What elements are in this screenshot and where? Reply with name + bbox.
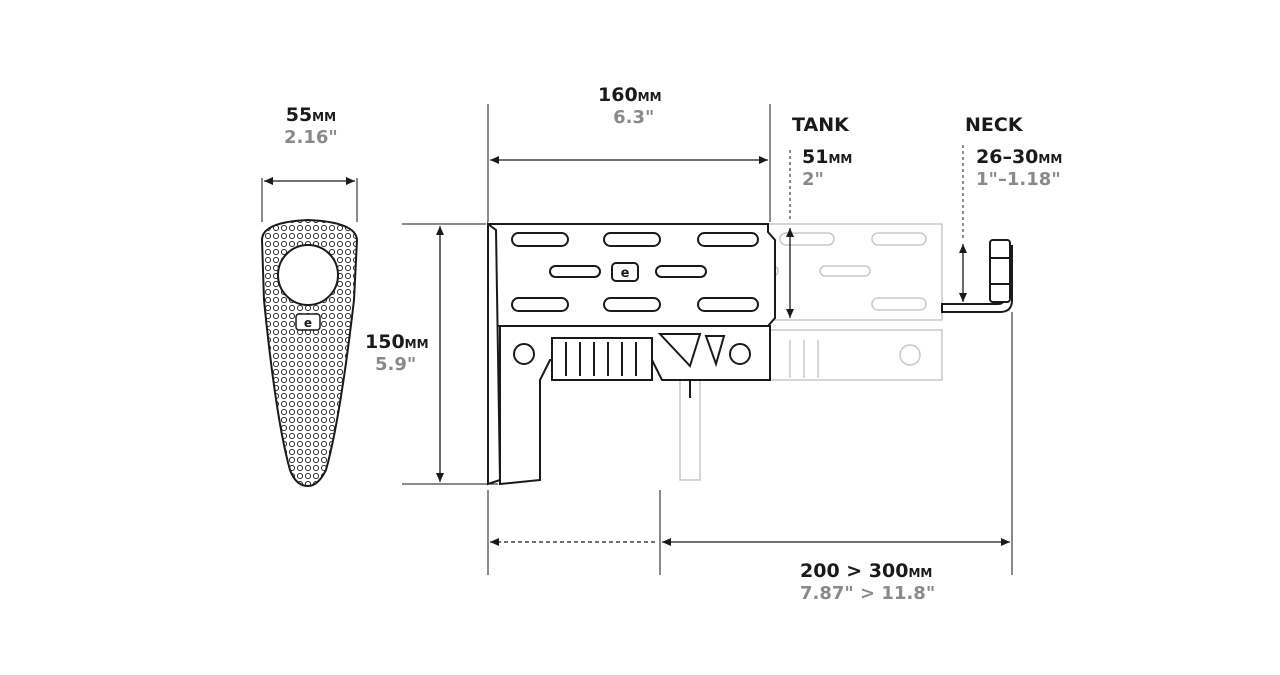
tank-imperial: 2" [802, 169, 824, 190]
height-label: 150MM 5.9" [365, 333, 429, 374]
neck-heading: NECK [965, 114, 1023, 136]
collapsed-stock: e [487, 222, 776, 486]
length-dimension [487, 104, 771, 222]
tank-heading: TANK [792, 114, 849, 136]
extension-label: 200 > 300MM 7.87" > 11.8" [800, 562, 935, 603]
length-metric: 160MM [598, 84, 662, 106]
svg-text:e: e [304, 316, 312, 330]
length-imperial: 6.3" [613, 107, 655, 128]
butt-pad-view: e [260, 218, 359, 488]
height-metric: 150MM [365, 331, 429, 353]
tank-label: 51MM 2" [802, 148, 852, 189]
extension-metric: 200 > 300MM [800, 560, 933, 582]
butt-width-label: 55MM 2.16" [284, 106, 338, 147]
butt-width-imperial: 2.16" [284, 127, 338, 148]
stock-logo: e [621, 266, 630, 281]
butt-width-dimension [261, 177, 358, 222]
neck-tube [941, 239, 1013, 313]
butt-width-metric: 55MM [285, 104, 337, 126]
extension-imperial: 7.87" > 11.8" [800, 583, 936, 604]
neck-imperial: 1"–1.18" [976, 169, 1061, 190]
height-imperial: 5.9" [375, 354, 417, 375]
extension-dimension [487, 312, 1013, 575]
neck-metric: 26–30MM [976, 146, 1063, 168]
height-dimension [402, 223, 498, 485]
length-label: 160MM 6.3" [598, 86, 662, 127]
neck-label: 26–30MM 1"–1.18" [976, 148, 1062, 189]
tank-metric: 51MM [802, 146, 853, 168]
